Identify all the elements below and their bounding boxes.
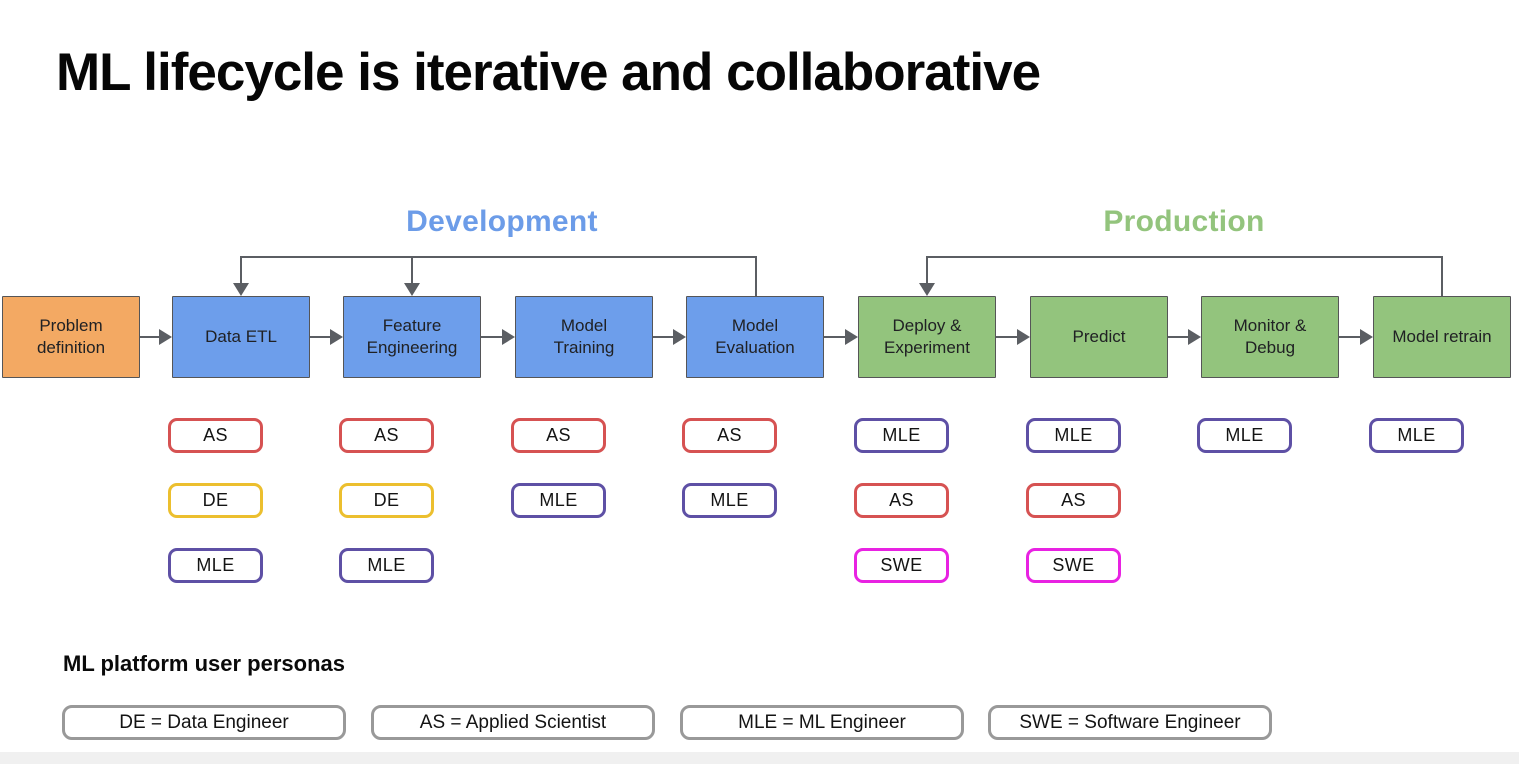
legend-pill-as: AS = Applied Scientist	[371, 705, 655, 740]
tag-label: MLE	[539, 490, 578, 510]
dev-feedback-line-to-feature-eng	[411, 256, 413, 285]
persona-tag-mle: MLE	[1369, 418, 1464, 453]
stage-label: Model retrain	[1392, 327, 1492, 347]
arrowhead-right-icon	[673, 329, 686, 345]
tag-label: DE	[202, 490, 229, 510]
flow-arrow-line	[996, 336, 1018, 338]
tag-label: AS	[1061, 490, 1086, 510]
stage-box-model-retrain: Model retrain	[1373, 296, 1511, 378]
arrowhead-right-icon	[159, 329, 172, 345]
arrowhead-right-icon	[1017, 329, 1030, 345]
stage-label: Predict	[1072, 327, 1126, 347]
stage-label: Model Training	[553, 316, 615, 357]
legend-pill-label: MLE = ML Engineer	[738, 711, 906, 733]
legend-pill-label: DE = Data Engineer	[119, 711, 289, 733]
flow-arrow-line	[481, 336, 503, 338]
stage-label: Data ETL	[205, 327, 277, 347]
tag-label: MLE	[1397, 425, 1436, 445]
stage-box-predict: Predict	[1030, 296, 1168, 378]
tag-label: AS	[203, 425, 228, 445]
persona-tag-as: AS	[168, 418, 263, 453]
legend-pill-swe: SWE = Software Engineer	[988, 705, 1272, 740]
arrowhead-down-icon	[919, 283, 935, 296]
tag-label: DE	[373, 490, 400, 510]
prod-feedback-line-horizontal	[926, 256, 1443, 258]
persona-tag-swe: SWE	[854, 548, 949, 583]
tag-label: AS	[717, 425, 742, 445]
persona-tag-mle: MLE	[339, 548, 434, 583]
bottom-edge-strip	[0, 752, 1519, 764]
legend-title: ML platform user personas	[63, 651, 345, 676]
tag-label: SWE	[1052, 555, 1095, 575]
prod-feedback-line-to-deploy	[926, 256, 928, 285]
persona-tag-mle: MLE	[682, 483, 777, 518]
persona-tag-as: AS	[854, 483, 949, 518]
persona-tag-de: DE	[339, 483, 434, 518]
tag-label: MLE	[1054, 425, 1093, 445]
stage-box-model-training: Model Training	[515, 296, 653, 378]
persona-tag-as: AS	[1026, 483, 1121, 518]
flow-arrow-line	[1168, 336, 1189, 338]
persona-tag-as: AS	[511, 418, 606, 453]
stage-box-data-etl: Data ETL	[172, 296, 310, 378]
dev-feedback-line-to-data-etl	[240, 256, 242, 285]
flow-arrow-line	[653, 336, 674, 338]
legend-pill-mle: MLE = ML Engineer	[680, 705, 964, 740]
tag-label: SWE	[880, 555, 923, 575]
stage-label: Deploy & Experiment	[884, 316, 970, 357]
section-label-development: Development	[406, 205, 598, 238]
tag-label: MLE	[367, 555, 406, 575]
legend-pill-de: DE = Data Engineer	[62, 705, 346, 740]
arrowhead-right-icon	[845, 329, 858, 345]
flow-arrow-line	[824, 336, 846, 338]
persona-tag-de: DE	[168, 483, 263, 518]
dev-feedback-line-source	[755, 256, 757, 297]
tag-label: MLE	[882, 425, 921, 445]
tag-label: MLE	[196, 555, 235, 575]
stage-label: Monitor & Debug	[1233, 316, 1307, 357]
arrowhead-down-icon	[404, 283, 420, 296]
tag-label: MLE	[1225, 425, 1264, 445]
persona-tag-as: AS	[339, 418, 434, 453]
stage-box-model-evaluation: Model Evaluation	[686, 296, 824, 378]
arrowhead-right-icon	[502, 329, 515, 345]
persona-tag-mle: MLE	[511, 483, 606, 518]
legend-pill-label: SWE = Software Engineer	[1019, 711, 1241, 733]
legend-pill-label: AS = Applied Scientist	[419, 711, 607, 733]
stage-label: Model Evaluation	[715, 316, 795, 357]
tag-label: MLE	[710, 490, 749, 510]
dev-feedback-line-horizontal	[240, 256, 757, 258]
persona-tag-mle: MLE	[168, 548, 263, 583]
arrowhead-down-icon	[233, 283, 249, 296]
arrowhead-right-icon	[1360, 329, 1373, 345]
arrowhead-right-icon	[1188, 329, 1201, 345]
stage-box-problem-definition: Problem definition	[2, 296, 140, 378]
prod-feedback-line-source	[1441, 256, 1443, 297]
persona-tag-as: AS	[682, 418, 777, 453]
page-title: ML lifecycle is iterative and collaborat…	[56, 43, 1041, 102]
persona-tag-mle: MLE	[854, 418, 949, 453]
persona-tag-mle: MLE	[1026, 418, 1121, 453]
section-label-production: Production	[1103, 205, 1265, 238]
stage-box-monitor-debug: Monitor & Debug	[1201, 296, 1339, 378]
persona-tag-swe: SWE	[1026, 548, 1121, 583]
persona-tag-mle: MLE	[1197, 418, 1292, 453]
stage-label: Problem definition	[36, 316, 106, 357]
stage-label: Feature Engineering	[366, 316, 458, 357]
tag-label: AS	[889, 490, 914, 510]
flow-arrow-line	[140, 336, 161, 338]
stage-box-feature-engineering: Feature Engineering	[343, 296, 481, 378]
stage-box-deploy-experiment: Deploy & Experiment	[858, 296, 996, 378]
arrowhead-right-icon	[330, 329, 343, 345]
tag-label: AS	[374, 425, 399, 445]
flow-arrow-line	[310, 336, 331, 338]
flow-arrow-line	[1339, 336, 1361, 338]
tag-label: AS	[546, 425, 571, 445]
